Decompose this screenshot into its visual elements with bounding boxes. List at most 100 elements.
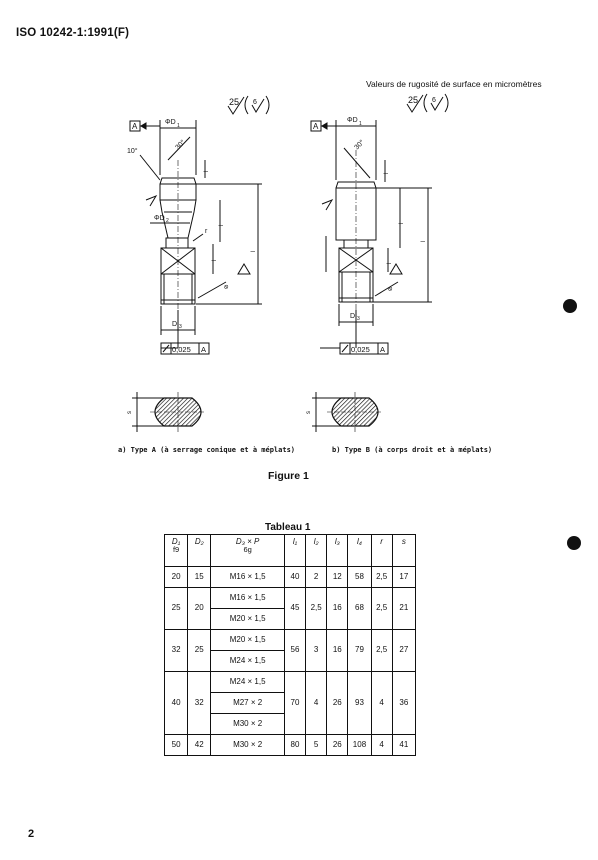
column-header: D₂ <box>187 534 212 567</box>
table-cell: 16 <box>326 629 349 672</box>
document-header: ISO 10242-1:1991(F) <box>16 27 130 39</box>
column-header: r <box>370 534 393 567</box>
column-header-main: D₁ <box>171 537 181 546</box>
table-cell: 16 <box>326 587 349 630</box>
table-cell: M16 × 1,5 <box>210 566 285 588</box>
table-cell: M20 × 1,5 <box>210 608 285 630</box>
drawing-type-b: A ΦD 1 30° <box>310 117 432 355</box>
table-cell: M30 × 2 <box>210 713 285 735</box>
table-cell: 4 <box>370 671 393 735</box>
table-cell: M30 × 2 <box>210 734 285 756</box>
svg-text:ΦD: ΦD <box>154 215 165 222</box>
section-b: s <box>306 392 383 432</box>
section-a: s <box>127 392 206 432</box>
svg-text:1: 1 <box>359 121 362 127</box>
svg-text:0,025: 0,025 <box>351 345 370 354</box>
roughness-symbol-a: 25 6 <box>227 95 270 115</box>
drawing-type-a: A ΦD 1 30° 10° ΦD 2 <box>127 119 262 355</box>
column-header-main: l₁ <box>292 537 298 546</box>
table-cell: 41 <box>391 734 417 756</box>
column-header: l₃ <box>326 534 349 567</box>
column-header-main: s <box>401 537 406 546</box>
svg-text:s: s <box>127 411 133 414</box>
svg-text:l: l <box>219 225 225 226</box>
table-cell: 42 <box>187 734 212 756</box>
svg-text:Φ: Φ <box>387 286 395 294</box>
table-cell: 2 <box>305 566 328 588</box>
table-cell: 12 <box>326 566 349 588</box>
table-cell: 32 <box>187 671 212 735</box>
svg-text:1: 1 <box>177 123 180 129</box>
svg-text:6: 6 <box>432 97 436 104</box>
table-cell: 40 <box>283 566 307 588</box>
svg-text:A: A <box>380 345 385 354</box>
table-cell: 27 <box>391 629 417 672</box>
table-cell: 26 <box>326 734 349 756</box>
table-cell: M27 × 2 <box>210 692 285 714</box>
table-cell: 15 <box>187 566 212 588</box>
table-cell: 2,5 <box>370 587 393 630</box>
svg-text:l: l <box>399 223 405 224</box>
table-cell: 93 <box>347 671 372 735</box>
svg-text:25: 25 <box>229 97 239 107</box>
svg-text:A: A <box>201 345 206 354</box>
table-cell: 20 <box>187 587 212 630</box>
caption-type-b: b) Type B (à corps droit et à méplats) <box>332 446 493 454</box>
column-header: l₂ <box>305 534 328 567</box>
table-cell: 4 <box>305 671 328 735</box>
svg-text:l: l <box>212 260 218 261</box>
column-header-main: r <box>380 537 383 546</box>
svg-text:l: l <box>251 251 257 252</box>
table-cell: 3 <box>305 629 328 672</box>
table-cell: 26 <box>326 671 349 735</box>
column-header: l₁ <box>283 534 307 567</box>
column-header-main: l₃ <box>334 537 340 546</box>
table-cell: 2,5 <box>370 629 393 672</box>
column-header-main: D₂ <box>194 537 204 546</box>
svg-text:l: l <box>421 241 427 242</box>
svg-text:ΦD: ΦD <box>347 117 358 124</box>
svg-text:A: A <box>313 122 319 131</box>
svg-text:2: 2 <box>166 218 169 224</box>
table-cell: 2,5 <box>305 587 328 630</box>
punch-hole-mark <box>567 536 581 550</box>
punch-hole-mark <box>563 299 577 313</box>
column-header-main: l₄ <box>356 537 362 546</box>
table-cell: 5 <box>305 734 328 756</box>
table-cell: 32 <box>163 629 189 672</box>
table-cell: 36 <box>391 671 417 735</box>
svg-text:D: D <box>350 313 355 320</box>
table-cell: M24 × 1,5 <box>210 671 285 693</box>
column-header: s <box>391 534 417 567</box>
svg-text:3: 3 <box>179 324 182 330</box>
caption-type-a: a) Type A (à serrage conique et à méplat… <box>118 446 296 454</box>
table-cell: 17 <box>391 566 417 588</box>
table-cell: 45 <box>283 587 307 630</box>
svg-text:6: 6 <box>253 99 257 106</box>
svg-text:D: D <box>172 321 177 328</box>
table-cell: M16 × 1,5 <box>210 587 285 609</box>
table-cell: 58 <box>347 566 372 588</box>
column-header-sub: 6g <box>243 545 252 555</box>
table-cell: 25 <box>163 587 189 630</box>
table-cell: 70 <box>283 671 307 735</box>
column-header: l₄ <box>347 534 372 567</box>
svg-text:Φ: Φ <box>223 284 231 292</box>
table-cell: 40 <box>163 671 189 735</box>
table-cell: 79 <box>347 629 372 672</box>
svg-text:10°: 10° <box>127 147 138 155</box>
svg-text:30°: 30° <box>353 138 366 151</box>
column-header-main: D₃ × P <box>235 537 260 546</box>
svg-text:s: s <box>306 411 312 414</box>
column-header-sub: f9 <box>172 545 180 555</box>
table-cell: 20 <box>163 566 189 588</box>
table-title: Tableau 1 <box>265 522 311 533</box>
